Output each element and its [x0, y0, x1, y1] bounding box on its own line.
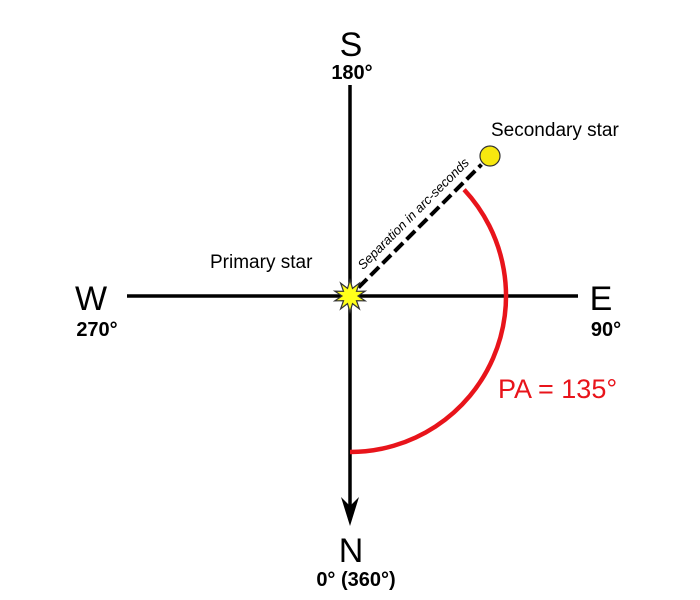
west-degrees: 270°: [76, 319, 117, 341]
primary-star-label: Primary star: [210, 252, 313, 273]
south-letter: S: [340, 26, 363, 64]
north-degrees: 0° (360°): [316, 569, 395, 591]
separation-label: Separation in arc-seconds: [355, 155, 473, 273]
separation-line: [357, 163, 483, 289]
position-angle-label: PA = 135°: [498, 374, 617, 404]
south-degrees: 180°: [331, 62, 372, 84]
west-letter: W: [75, 280, 107, 318]
east-degrees: 90°: [591, 319, 621, 341]
arrow-down-icon: [341, 497, 359, 526]
east-letter: E: [590, 280, 613, 318]
position-angle-arc: [349, 188, 509, 455]
starburst-icon: [332, 277, 368, 315]
north-letter: N: [339, 532, 364, 570]
secondary-star-label: Secondary star: [491, 120, 619, 141]
circle-icon: [479, 145, 501, 167]
